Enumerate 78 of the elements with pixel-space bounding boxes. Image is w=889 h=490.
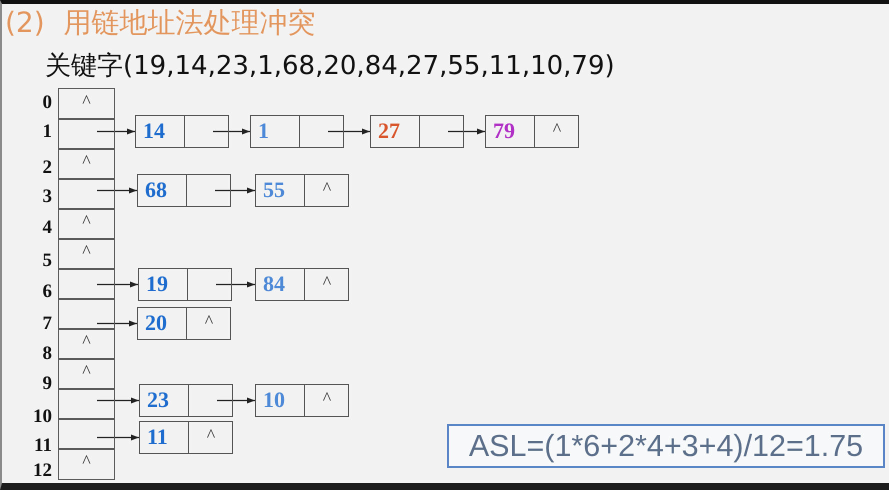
key-value: 68 — [145, 176, 167, 204]
bucket-cell — [58, 328, 115, 360]
null-pointer: ^ — [81, 452, 92, 470]
arrow — [97, 128, 135, 134]
key-value: 20 — [145, 309, 167, 337]
index-number: 5 — [42, 250, 52, 272]
arrow — [213, 128, 250, 134]
index-number: 2 — [42, 157, 52, 179]
slide-title: (2) 用链地址法处理冲突 — [5, 6, 316, 40]
arrow — [216, 282, 255, 288]
key-value: 10 — [263, 386, 285, 414]
bucket-cell — [58, 298, 115, 330]
bucket-cell — [58, 208, 115, 240]
index-number: 8 — [42, 343, 52, 365]
arrow — [448, 128, 485, 134]
bucket-cell — [58, 238, 115, 270]
list-node — [255, 384, 349, 417]
bucket-cell — [58, 148, 115, 180]
null-pointer: ^ — [81, 92, 92, 110]
index-number: 12 — [33, 460, 52, 482]
list-node — [137, 307, 231, 340]
arrow — [97, 188, 137, 194]
list-node — [139, 384, 233, 417]
index-number: 11 — [34, 435, 52, 457]
index-number: 3 — [42, 186, 52, 208]
arrow — [215, 188, 255, 194]
list-node — [250, 115, 344, 148]
index-number: 7 — [42, 313, 52, 335]
bucket-cell — [58, 88, 115, 120]
key-value: 79 — [493, 117, 515, 145]
bucket-cell — [58, 418, 115, 450]
key-value: 27 — [378, 117, 400, 145]
list-node — [255, 174, 349, 207]
null-pointer: ^ — [81, 212, 92, 230]
key-value: 84 — [263, 270, 285, 298]
bucket-cell — [58, 118, 115, 150]
index-number: 9 — [42, 373, 52, 395]
null-pointer: ^ — [322, 177, 332, 200]
bucket-cell — [58, 178, 115, 210]
null-pointer: ^ — [81, 152, 92, 170]
list-node — [137, 174, 231, 207]
index-number: 4 — [42, 217, 52, 239]
index-number: 0 — [42, 92, 52, 114]
index-number: 6 — [42, 281, 52, 303]
key-value: 14 — [143, 117, 165, 145]
null-pointer: ^ — [81, 242, 92, 260]
index-number: 1 — [42, 121, 52, 143]
list-node — [485, 115, 579, 148]
arrow — [97, 398, 139, 404]
list-node — [370, 115, 464, 148]
list-node — [138, 268, 232, 301]
formula-box: ASL=(1*6+2*4+3+4)/12=1.75 — [447, 424, 885, 468]
key-value: 11 — [147, 423, 168, 451]
key-value: 1 — [258, 117, 269, 145]
arrow — [328, 128, 370, 134]
arrow — [97, 434, 139, 440]
list-node — [139, 421, 233, 454]
bucket-cell — [58, 358, 115, 390]
keyword-list: 关键字(19,14,23,1,68,20,84,27,55,11,10,79) — [45, 49, 615, 83]
null-pointer: ^ — [322, 387, 332, 410]
null-pointer: ^ — [81, 362, 92, 380]
arrow — [97, 320, 137, 326]
list-node — [135, 115, 229, 148]
bucket-cell — [58, 388, 115, 420]
bucket-cell — [58, 268, 115, 300]
null-pointer: ^ — [81, 332, 92, 350]
null-pointer: ^ — [206, 424, 216, 447]
key-value: 23 — [147, 386, 169, 414]
arrow — [217, 398, 255, 404]
null-pointer: ^ — [322, 271, 332, 294]
key-value: 19 — [146, 270, 168, 298]
bucket-cell — [58, 448, 115, 480]
list-node — [255, 268, 349, 301]
key-value: 55 — [263, 176, 285, 204]
index-number: 10 — [33, 406, 52, 428]
null-pointer: ^ — [552, 118, 562, 141]
null-pointer: ^ — [204, 310, 214, 333]
arrow — [97, 282, 138, 288]
